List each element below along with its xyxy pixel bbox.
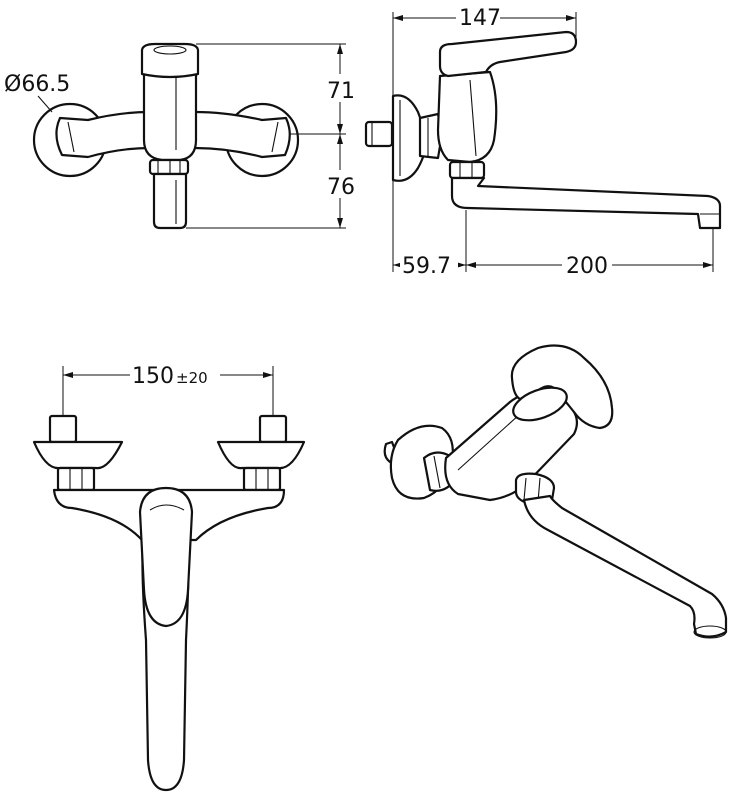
top-rosette-left bbox=[32, 440, 124, 470]
centre-distance-label: 150 bbox=[132, 364, 174, 389]
top-connector-left bbox=[48, 414, 78, 444]
spout-reach-label: 200 bbox=[566, 254, 608, 279]
side-outlet-nut bbox=[448, 160, 486, 180]
rosette-diameter-label: Ø66.5 bbox=[4, 72, 70, 97]
height-lower-label: 76 bbox=[327, 175, 355, 200]
wall-offset-label: 59.7 bbox=[402, 254, 451, 279]
top-rosette-right bbox=[216, 440, 306, 470]
top-lever bbox=[138, 486, 194, 628]
outlet-nut bbox=[148, 158, 190, 176]
side-spout bbox=[450, 176, 722, 230]
side-lever bbox=[438, 30, 578, 78]
top-nut-left bbox=[56, 466, 96, 492]
handle-cap bbox=[140, 42, 200, 79]
side-connector bbox=[364, 120, 394, 148]
spout-stub bbox=[152, 172, 188, 230]
top-view: 150 ±20 bbox=[32, 362, 306, 792]
isometric-view bbox=[383, 344, 728, 639]
top-connector-right bbox=[258, 414, 288, 444]
projection-label: 147 bbox=[459, 6, 501, 31]
height-upper-label: 71 bbox=[327, 79, 355, 104]
iso-spout bbox=[522, 494, 728, 638]
front-view: Ø66.5 71 76 bbox=[4, 42, 356, 230]
side-body bbox=[436, 70, 498, 164]
centre-tolerance-label: ±20 bbox=[176, 369, 208, 387]
iso-cap bbox=[512, 386, 568, 422]
side-view: 147 59.7 200 bbox=[364, 6, 722, 279]
top-nut-right bbox=[242, 466, 282, 492]
diameter-leader bbox=[37, 95, 53, 113]
